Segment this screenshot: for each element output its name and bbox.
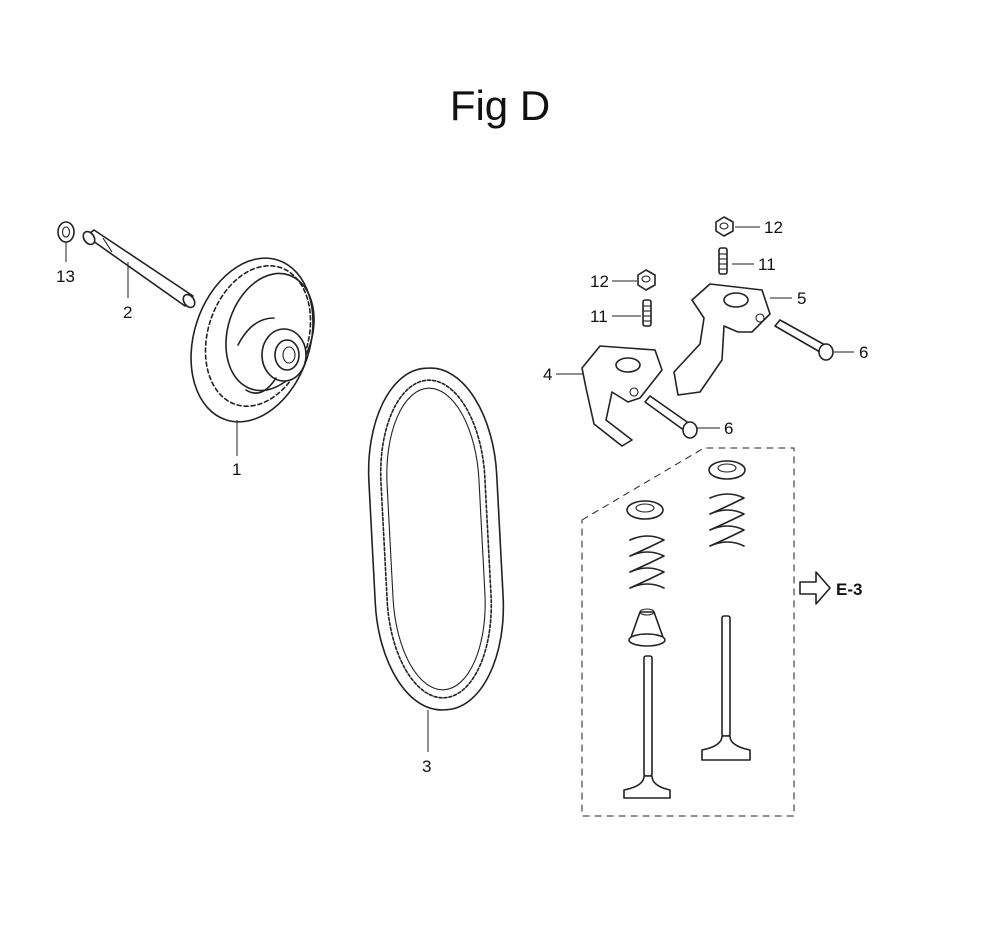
part-2-shaft (82, 229, 196, 309)
part-13-washer (57, 221, 75, 243)
callout-3: 3 (422, 757, 431, 776)
valve-assembly-group (581, 447, 795, 817)
callout-6-lower: 6 (724, 419, 733, 438)
leader-lines (65, 226, 854, 752)
part-4-rocker-arm (581, 345, 663, 447)
callout-2: 2 (123, 303, 132, 322)
valve-spring-right (709, 493, 745, 547)
valve-left (623, 655, 671, 799)
valve-spring-left (629, 535, 665, 589)
part-12-nut-right (715, 216, 734, 237)
part-1-cam-pulley (190, 257, 315, 423)
part-6-bolt-upper (774, 319, 834, 361)
part-11-stud-right (718, 247, 728, 275)
reference-arrow-e3: E-3 (799, 571, 862, 605)
valve-right (701, 615, 751, 761)
callout-13: 13 (56, 267, 75, 286)
callout-11-left: 11 (590, 307, 608, 326)
part-11-stud-left (642, 299, 652, 327)
part-3-timing-belt (367, 367, 505, 711)
part-6-bolt-lower (644, 395, 698, 439)
callout-6-upper: 6 (859, 343, 868, 362)
callout-12-left: 12 (590, 272, 609, 291)
callout-4: 4 (543, 365, 552, 384)
valve-retainer-right (708, 460, 746, 480)
callout-11-right: 11 (758, 255, 776, 274)
valve-seal-left (628, 608, 666, 647)
callout-labels: 13 2 1 3 4 5 6 6 11 11 12 12 (56, 218, 868, 776)
valve-retainer-left (626, 500, 664, 520)
callout-1: 1 (232, 460, 241, 479)
callout-12-right: 12 (764, 218, 783, 237)
callout-5: 5 (797, 289, 806, 308)
part-5-rocker-arm (673, 283, 771, 396)
reference-label: E-3 (836, 580, 862, 599)
part-12-nut-left (637, 269, 656, 291)
figure-title: Fig D (449, 82, 551, 129)
